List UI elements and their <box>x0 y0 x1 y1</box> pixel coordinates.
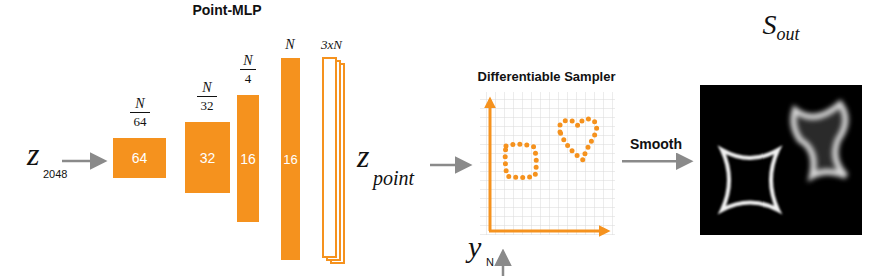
layer-box: 16 <box>281 58 300 260</box>
flow-arrow <box>622 160 690 163</box>
fraction-numerator: N <box>243 54 252 68</box>
point-arrow <box>430 164 469 167</box>
output-shape: 3xN <box>321 38 342 51</box>
output-panel: Sout <box>700 85 862 235</box>
output-subscript: out <box>776 24 799 44</box>
panel-heading: Differentiable Sampler <box>478 69 616 84</box>
fraction-denominator: 4 <box>245 72 252 85</box>
sampler-panel: Differentiable Sampler <box>478 90 615 235</box>
input-arrow <box>62 160 104 163</box>
section-title: Point-MLP <box>192 3 261 17</box>
edge-label: Smooth <box>627 137 685 152</box>
output-stack <box>323 58 344 263</box>
fraction-numerator: N <box>202 81 211 95</box>
sampler-chart <box>480 92 615 235</box>
latent-symbol: z <box>27 138 39 170</box>
fraction-denominator: 64 <box>134 115 147 128</box>
layer-box: 64 <box>113 138 166 178</box>
target-arrow <box>502 252 505 276</box>
layer-box: 16 <box>237 95 259 222</box>
panel-heading: Sout <box>762 11 799 43</box>
output-image <box>700 85 862 235</box>
fraction-numerator: N <box>135 97 144 111</box>
output-symbol: S <box>762 9 776 40</box>
point-symbol: z <box>357 140 369 172</box>
fraction-bar <box>130 112 150 113</box>
layer-size: 16 <box>283 153 297 166</box>
latent-size: 2048 <box>43 169 67 180</box>
target-subscript: N <box>486 257 494 268</box>
layer-size: 32 <box>200 151 216 165</box>
target-symbol: y <box>468 232 481 262</box>
layer-size: 16 <box>240 152 256 166</box>
layer-size: 64 <box>132 151 148 165</box>
fraction-denominator: 32 <box>201 99 214 112</box>
fraction-bar <box>197 96 217 97</box>
fraction-bar <box>240 69 256 70</box>
point-subscript: point <box>373 168 414 188</box>
layer-width: N <box>285 38 294 52</box>
layer-box: 32 <box>185 122 230 193</box>
